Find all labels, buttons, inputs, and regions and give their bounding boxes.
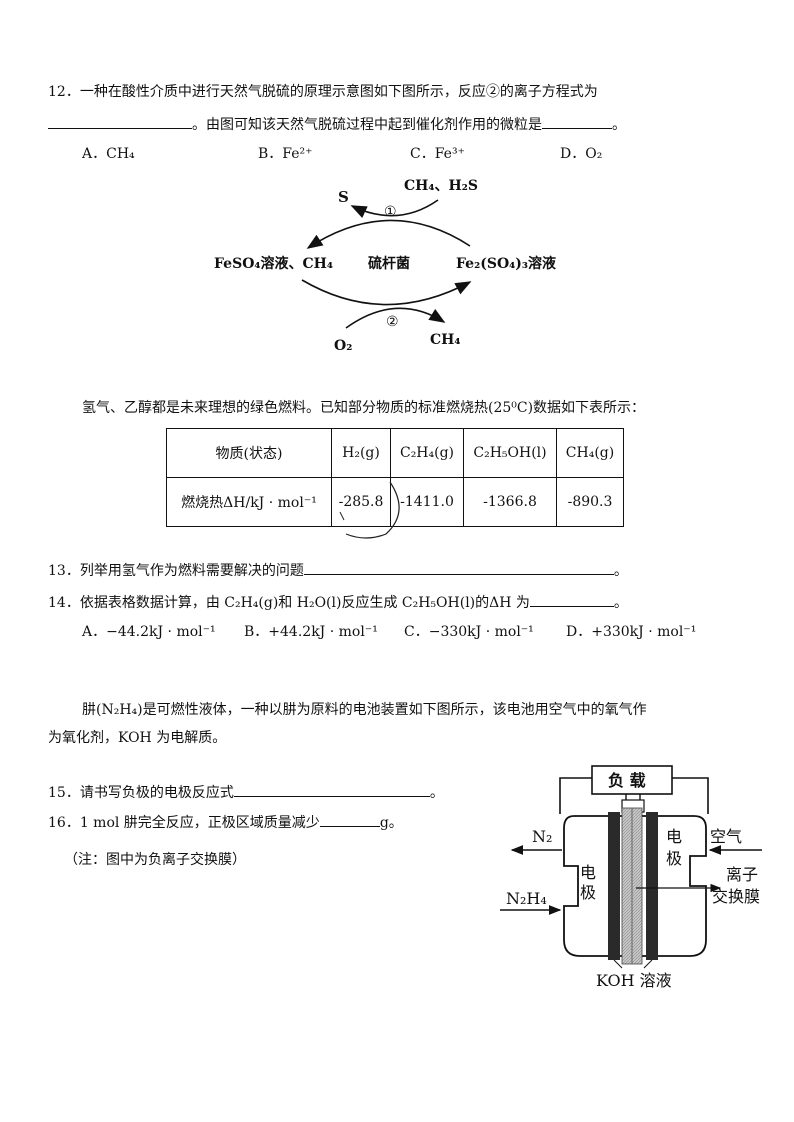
fuel-intro: 氢气、乙醇都是未来理想的绿色燃料。已知部分物质的标准燃烧热(25⁰C)数据如下表… (82, 400, 646, 416)
battery-intro-line1: 肼(N₂H₄)是可燃性液体，一种以肼为原料的电池装置如下图所示，该电池用空气中的… (82, 702, 647, 718)
electrode-right (646, 812, 658, 960)
label-koh: KOH 溶液 (596, 971, 672, 990)
label-n2h4: N₂H₄ (506, 889, 547, 908)
q16-blank[interactable] (319, 812, 380, 827)
table-cell: C₂H₅OH(l) (463, 428, 557, 478)
electrode-left-char1: 电 (580, 863, 596, 882)
load-box (591, 765, 673, 795)
load-label: 负 载 (608, 771, 646, 790)
arrow-top-arc (306, 219, 471, 249)
pen-mark (339, 481, 400, 539)
table-cell: CH₄(g) (556, 428, 624, 478)
arrow-bottom-arc (301, 279, 472, 306)
combustion-heat-table: 物质(状态) H₂(g) C₂H₄(g) C₂H₅OH(l) CH₄(g) 燃烧… (166, 428, 624, 527)
table-cell: -285.8 (331, 477, 391, 527)
electrode-left (608, 812, 620, 960)
q12-line2: 。由图可知该天然气脱硫过程中起到催化剂作用的微粒是。 (48, 114, 626, 135)
reactant-ch4-h2s: CH₄、H₂S (404, 178, 478, 194)
q13-blank[interactable] (303, 560, 614, 575)
center-bacteria: 硫杆菌 (368, 255, 410, 272)
q12-blank-equation[interactable] (48, 114, 192, 129)
q14-option-b[interactable]: B．+44.2kJ · mol⁻¹ (244, 624, 378, 640)
q14: 14．依据表格数据计算，由 C₂H₄(g)和 H₂O(l)反应生成 C₂H₅OH… (48, 592, 628, 613)
q12-blank-catalyst[interactable] (542, 114, 612, 129)
q12-option-d[interactable]: D．O₂ (560, 146, 603, 162)
arrow-step1-side (350, 199, 439, 218)
q12-option-c[interactable]: C．Fe³⁺ (410, 146, 465, 162)
q12-option-b[interactable]: B．Fe²⁺ (258, 146, 313, 162)
table-header-row: 物质(状态) H₂(g) C₂H₄(g) C₂H₅OH(l) CH₄(g) (166, 428, 624, 478)
electrode-left-char2: 极 (580, 883, 596, 902)
table-cell: 燃烧热ΔH/kJ · mol⁻¹ (166, 477, 332, 527)
table-cell: C₂H₄(g) (390, 428, 464, 478)
label-n2: N₂ (532, 827, 552, 846)
q13: 13．列举用氢气作为燃料需要解决的问题。 (48, 560, 628, 581)
table-cell: -1411.0 (390, 477, 464, 527)
q12-line1: 12．一种在酸性介质中进行天然气脱硫的原理示意图如下图所示，反应②的离子方程式为 (48, 84, 598, 100)
desulfurization-diagram: S CH₄、H₂S ① FeSO₄溶液、CH₄ 硫杆菌 Fe₂(SO₄)₃溶液 … (214, 178, 557, 354)
arrow-step2-side (345, 307, 446, 329)
electrode-right-char1: 电 (666, 827, 682, 846)
q14-blank[interactable] (529, 592, 614, 607)
right-species: Fe₂(SO₄)₃溶液 (456, 255, 557, 272)
q14-option-a[interactable]: A．−44.2kJ · mol⁻¹ (82, 624, 216, 640)
step2-label: ② (386, 314, 399, 330)
label-membrane-2: 交换膜 (712, 887, 760, 906)
q14-option-c[interactable]: C．−330kJ · mol⁻¹ (404, 624, 534, 640)
electrode-right-char2: 极 (666, 849, 682, 868)
q12-options: A．CH₄ B．Fe²⁺ C．Fe³⁺ D．O₂ (82, 144, 602, 164)
battery-intro-line2: 为氧化剂，KOH 为电解质。 (48, 730, 227, 746)
fuel-cell-diagram: 负 载 电 极 电 极 N₂ N₂H₄ 空气 离子 交换膜 KOH 溶液 (500, 765, 762, 990)
product-ch4: CH₄ (430, 332, 461, 348)
step1-label: ① (384, 204, 397, 220)
q14-option-d[interactable]: D．+330kJ · mol⁻¹ (566, 624, 697, 640)
reactant-o2: O₂ (334, 338, 352, 354)
table-cell: -890.3 (556, 477, 624, 527)
q15: 15．请书写负极的电极反应式。 (48, 782, 444, 803)
table-row: 燃烧热ΔH/kJ · mol⁻¹ -285.8 -1411.0 -1366.8 … (166, 477, 624, 527)
table-cell: -1366.8 (463, 477, 557, 527)
table-cell: 物质(状态) (166, 428, 332, 478)
left-species: FeSO₄溶液、CH₄ (214, 255, 333, 272)
label-air: 空气 (710, 827, 742, 846)
product-s: S (338, 188, 349, 206)
table-cell: H₂(g) (331, 428, 391, 478)
label-membrane-1: 离子 (726, 865, 758, 884)
note: （注：图中为负离子交换膜） (64, 852, 246, 868)
q14-options: A．−44.2kJ · mol⁻¹ B．+44.2kJ · mol⁻¹ C．−330… (82, 622, 696, 642)
q12-option-a[interactable]: A．CH₄ (82, 146, 135, 162)
q15-blank[interactable] (233, 782, 430, 797)
